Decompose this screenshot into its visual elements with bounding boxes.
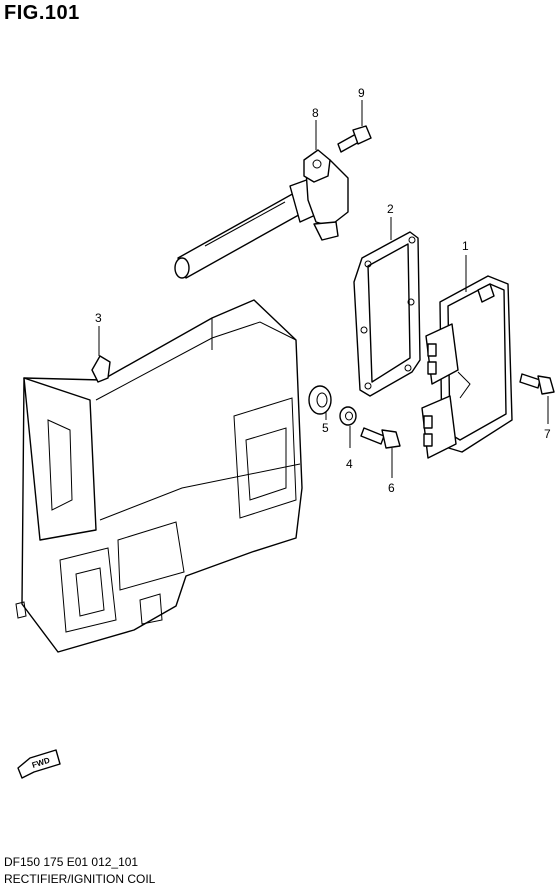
grommet[interactable] xyxy=(308,385,332,415)
rectifier-regulator[interactable] xyxy=(421,275,513,459)
callout-7: 7 xyxy=(544,427,551,441)
callout-5: 5 xyxy=(322,421,329,435)
figure-title: FIG.101 xyxy=(4,2,80,24)
callout-4: 4 xyxy=(346,457,353,471)
callout-1: 1 xyxy=(462,239,469,253)
fwd-arrow-icon: FWD xyxy=(17,749,61,779)
collar[interactable] xyxy=(339,406,357,426)
bolt-9[interactable] xyxy=(337,125,372,153)
ignition-coil[interactable] xyxy=(174,149,349,279)
leader-lines xyxy=(98,100,549,478)
callout-9: 9 xyxy=(358,86,365,100)
bolt-6[interactable] xyxy=(360,427,401,449)
bracket-case[interactable] xyxy=(15,299,303,653)
callout-2: 2 xyxy=(387,202,394,216)
callout-3: 3 xyxy=(95,311,102,325)
callout-8: 8 xyxy=(312,106,319,120)
bolt-7[interactable] xyxy=(519,373,555,395)
figure-code: DF150 175 E01 012_101 xyxy=(4,855,139,869)
gasket[interactable] xyxy=(353,231,421,397)
callout-6: 6 xyxy=(388,481,395,495)
figure-name: RECTIFIER/IGNITION COIL xyxy=(4,872,156,886)
